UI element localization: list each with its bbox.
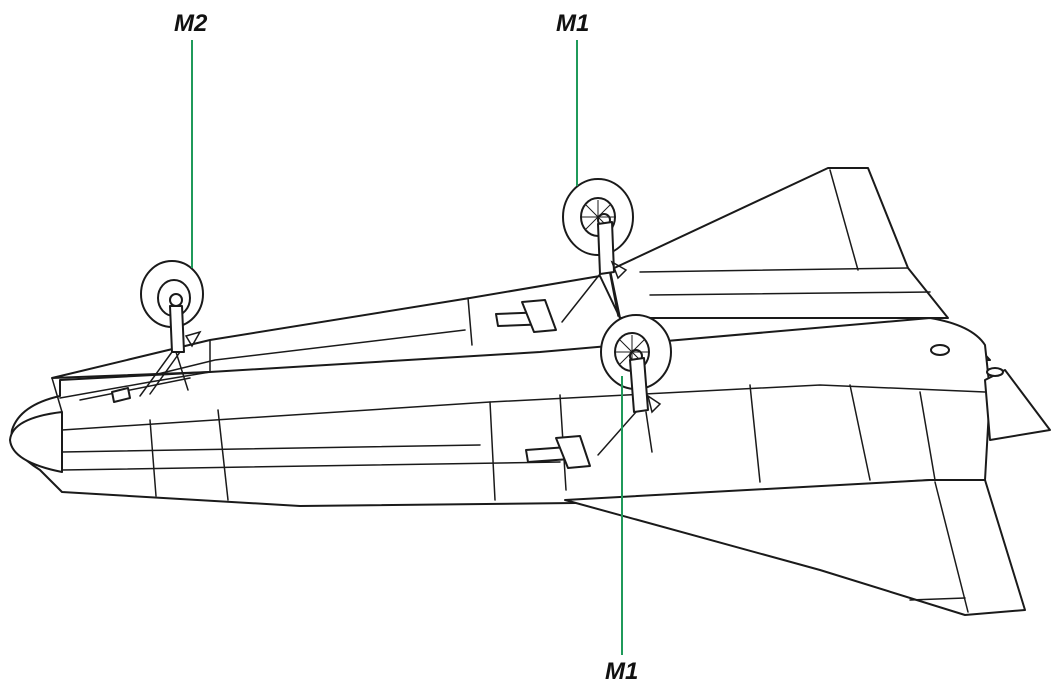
upper-wing (609, 167, 949, 319)
lower-wing (564, 479, 1026, 616)
label-m2: M2 (174, 10, 208, 37)
nose-gear (111, 260, 204, 403)
label-m1-top: M1 (556, 10, 590, 37)
main-gear-far (495, 178, 634, 333)
main-gear-near (525, 314, 672, 469)
main-fuselage (9, 317, 991, 507)
label-m1-bottom: M1 (605, 658, 639, 685)
tail-fin (984, 367, 1051, 441)
